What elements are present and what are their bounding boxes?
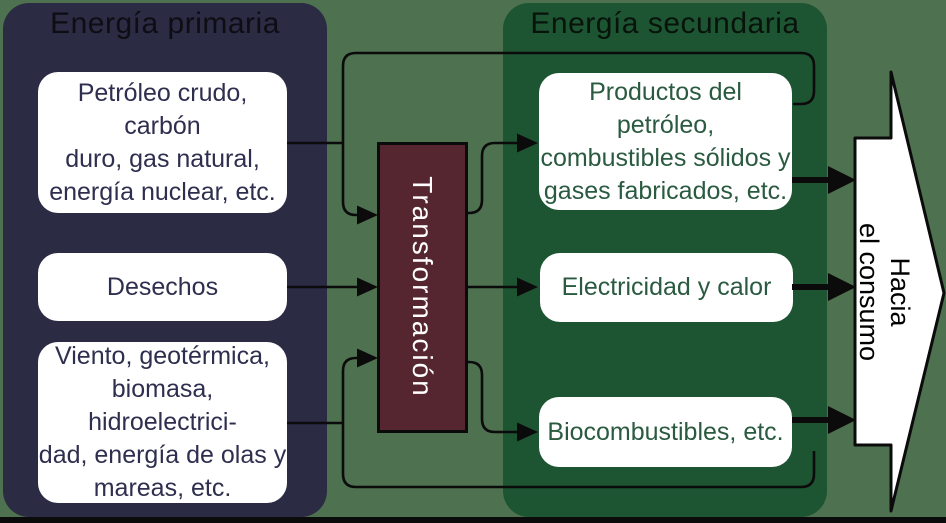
arrowhead xyxy=(828,166,856,194)
consumption-label-line-1: Hacia xyxy=(885,257,915,327)
connector-renewables-to-transform xyxy=(341,356,359,423)
secondary-box-electricity-heat: Electricidad y calor xyxy=(540,253,793,322)
primary-box-waste: Desechos xyxy=(38,253,287,321)
primary-box-waste-line-1: Desechos xyxy=(106,272,219,301)
secondary-box-biofuels-line-1: Biocombustibles, etc. xyxy=(547,417,784,446)
transformation-label: Transformación xyxy=(407,176,438,398)
primary-panel-title: Energía primaria xyxy=(50,7,280,40)
secondary-box-petroleum-line-1: Productos del petróleo, xyxy=(589,77,742,139)
primary-box-renewables-line-1: Viento, geotérmica, xyxy=(55,342,270,370)
primary-box-renewables-line-2: biomasa, hidroelectrici- xyxy=(88,375,237,436)
secondary-box-petroleum-line-3: gases fabricados, etc. xyxy=(543,176,788,205)
primary-box-fossil-line-3: energía nuclear, etc. xyxy=(49,177,276,206)
primary-box-renewables-line-4: mareas, etc. xyxy=(93,474,232,502)
primary-box-fossil-line-1: Petróleo crudo, carbón xyxy=(77,78,248,140)
secondary-panel-title: Energía secundaria xyxy=(530,7,800,40)
consumption-label-line-2: el consumo xyxy=(854,222,884,362)
connector-primary1-to-transform xyxy=(341,201,359,217)
consumption-arrow-label: Hacia el consumo xyxy=(853,223,915,361)
arrowhead xyxy=(828,273,856,301)
primary-box-fossil-nuclear: Petróleo crudo, carbón duro, gas natural… xyxy=(38,72,287,213)
secondary-box-petroleum-products: Productos del petróleo, combustibles sól… xyxy=(539,73,792,210)
primary-box-renewables: Viento, geotérmica, biomasa, hidroelectr… xyxy=(38,342,287,503)
primary-box-renewables-line-3: dad, energía de olas y xyxy=(38,441,287,469)
secondary-box-biofuels: Biocombustibles, etc. xyxy=(539,397,792,467)
arrowhead xyxy=(357,205,378,225)
secondary-box-petroleum-line-2: combustibles sólidos y xyxy=(540,143,791,172)
arrowhead xyxy=(357,277,378,297)
arrowhead xyxy=(357,348,378,368)
thick-arrowheads xyxy=(828,166,856,434)
arrowhead xyxy=(828,406,856,434)
bottom-edge-strip xyxy=(0,517,946,523)
secondary-box-electricity-line-1: Electricidad y calor xyxy=(561,273,772,301)
primary-box-fossil-line-2: duro, gas natural, xyxy=(65,144,260,173)
